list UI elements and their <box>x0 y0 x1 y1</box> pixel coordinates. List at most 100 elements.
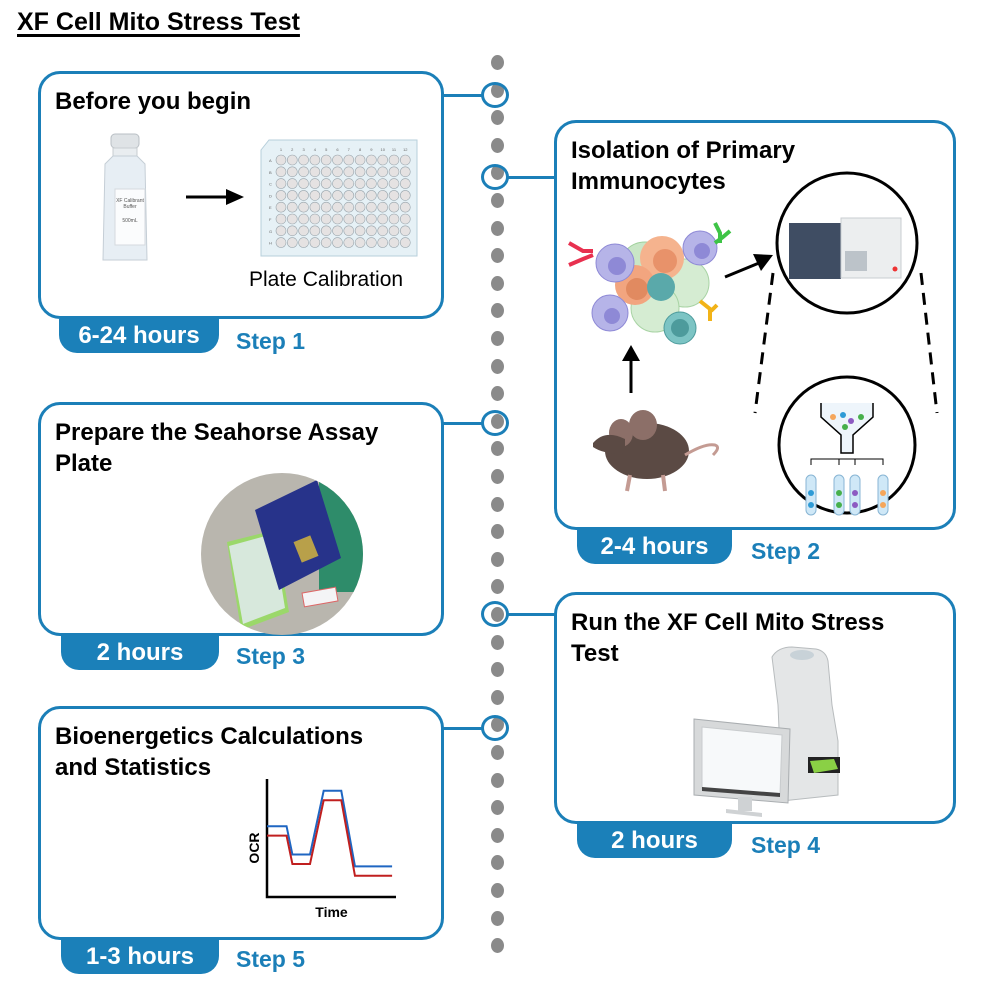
timeline-dot <box>491 883 504 898</box>
plate-well <box>377 225 388 237</box>
plate-well <box>388 213 400 225</box>
timeline-step-2-marker <box>481 164 509 190</box>
timeline-dot <box>491 137 504 153</box>
plate-column-label: 8 <box>359 147 362 152</box>
chart-axes <box>265 779 396 899</box>
plate-well <box>275 225 287 237</box>
plate-well <box>354 166 366 178</box>
plate-well <box>366 166 377 178</box>
step-4-duration-badge: 2 hours <box>577 824 732 858</box>
step-4-label: Step 4 <box>751 832 821 858</box>
timeline-dot <box>491 275 504 291</box>
plate-column-label: 1 <box>280 147 283 152</box>
plate-column-label: 12 <box>403 147 408 152</box>
step-4-title-line2: Test <box>571 640 619 667</box>
plate-well <box>400 190 411 201</box>
plate-well <box>343 190 355 201</box>
plate-well <box>366 237 377 248</box>
timeline-dot <box>491 745 504 760</box>
plate-well <box>377 178 388 189</box>
plate-well <box>343 201 355 213</box>
plate-well <box>298 154 309 166</box>
plate-well <box>366 201 377 213</box>
step-5-title: Bioenergetics Calculations and Statistic… <box>55 721 363 783</box>
plate-column-label: 7 <box>348 147 351 152</box>
timeline-step-4-marker <box>481 601 509 627</box>
plate-well <box>388 225 400 237</box>
step-2-label: Step 2 <box>751 538 821 564</box>
step-1-duration-badge: 6-24 hours <box>59 319 219 353</box>
plate-well <box>286 225 298 237</box>
step-2-title-line1: Isolation of Primary <box>571 137 796 164</box>
plate-row-label: E <box>269 205 272 210</box>
plate-well <box>309 201 321 213</box>
plate-well <box>354 225 366 237</box>
plate-column-label: 11 <box>392 147 397 152</box>
plate-well <box>377 237 388 248</box>
plate-well <box>354 201 366 213</box>
plate-well <box>332 166 343 178</box>
plate-well <box>343 154 355 166</box>
step-2-card: Isolation of Primary Immunocytes <box>554 120 956 530</box>
plate-well <box>286 190 298 201</box>
plate-row-label: C <box>269 182 272 187</box>
timeline-dot <box>491 303 504 319</box>
plate-well <box>298 225 309 237</box>
plate-well <box>332 201 343 213</box>
plate-well <box>377 166 388 178</box>
series-blue-line <box>267 789 393 868</box>
plate-well <box>354 154 366 166</box>
timeline-dot <box>491 386 504 402</box>
plate-row-label: H <box>269 241 272 246</box>
plate-well <box>400 178 411 189</box>
plate-well <box>298 201 309 213</box>
plate-well <box>309 237 321 248</box>
plate-well <box>400 237 411 248</box>
plate-well <box>309 213 321 225</box>
plate-well <box>298 178 309 189</box>
step-2-connector <box>507 176 557 179</box>
plate-calibration-caption: Plate Calibration <box>249 268 404 291</box>
plate-well <box>366 213 377 225</box>
plate-well <box>400 213 411 225</box>
timeline-dot <box>491 496 504 512</box>
step-2-title-line2: Immunocytes <box>571 168 726 195</box>
plate-well <box>320 190 332 201</box>
plate-well <box>275 178 287 189</box>
plate-well <box>320 225 332 237</box>
timeline-dot <box>491 358 504 374</box>
seahorse-plate-photo <box>201 473 363 635</box>
timeline-dot <box>491 662 504 678</box>
seahorse-analyzer-icon <box>693 646 840 817</box>
plate-well <box>275 154 287 166</box>
plate-well <box>332 225 343 237</box>
plate-well <box>366 154 377 166</box>
plate-column-label: 5 <box>325 147 328 152</box>
plate-well <box>309 166 321 178</box>
plate-well <box>298 213 309 225</box>
plate-well <box>366 178 377 189</box>
step-3-duration-badge: 2 hours <box>61 636 219 670</box>
step-1-label: Step 1 <box>236 328 306 354</box>
step-3-card: Prepare the Seahorse Assay Plate <box>38 402 444 636</box>
plate-well <box>275 213 287 225</box>
timeline-dot <box>491 800 504 816</box>
plate-well <box>275 166 287 178</box>
mouse-icon <box>593 410 720 492</box>
plate-well <box>320 166 332 178</box>
timeline-dot <box>491 220 504 236</box>
timeline-step-3-marker <box>481 410 509 436</box>
step-1-title: Before you begin <box>55 88 252 115</box>
timeline-dot <box>491 193 504 208</box>
plate-well <box>400 166 411 178</box>
flow-cytometer-zoom-icon <box>753 171 939 516</box>
plate-well <box>309 154 321 166</box>
plate-well <box>388 154 400 166</box>
timeline-dot <box>491 855 504 871</box>
step-5-connector <box>441 727 483 730</box>
timeline-dot <box>491 772 504 788</box>
plate-well <box>343 178 355 189</box>
bottle-label-line1: XF Calibrant <box>116 198 144 204</box>
plate-well <box>400 225 411 237</box>
